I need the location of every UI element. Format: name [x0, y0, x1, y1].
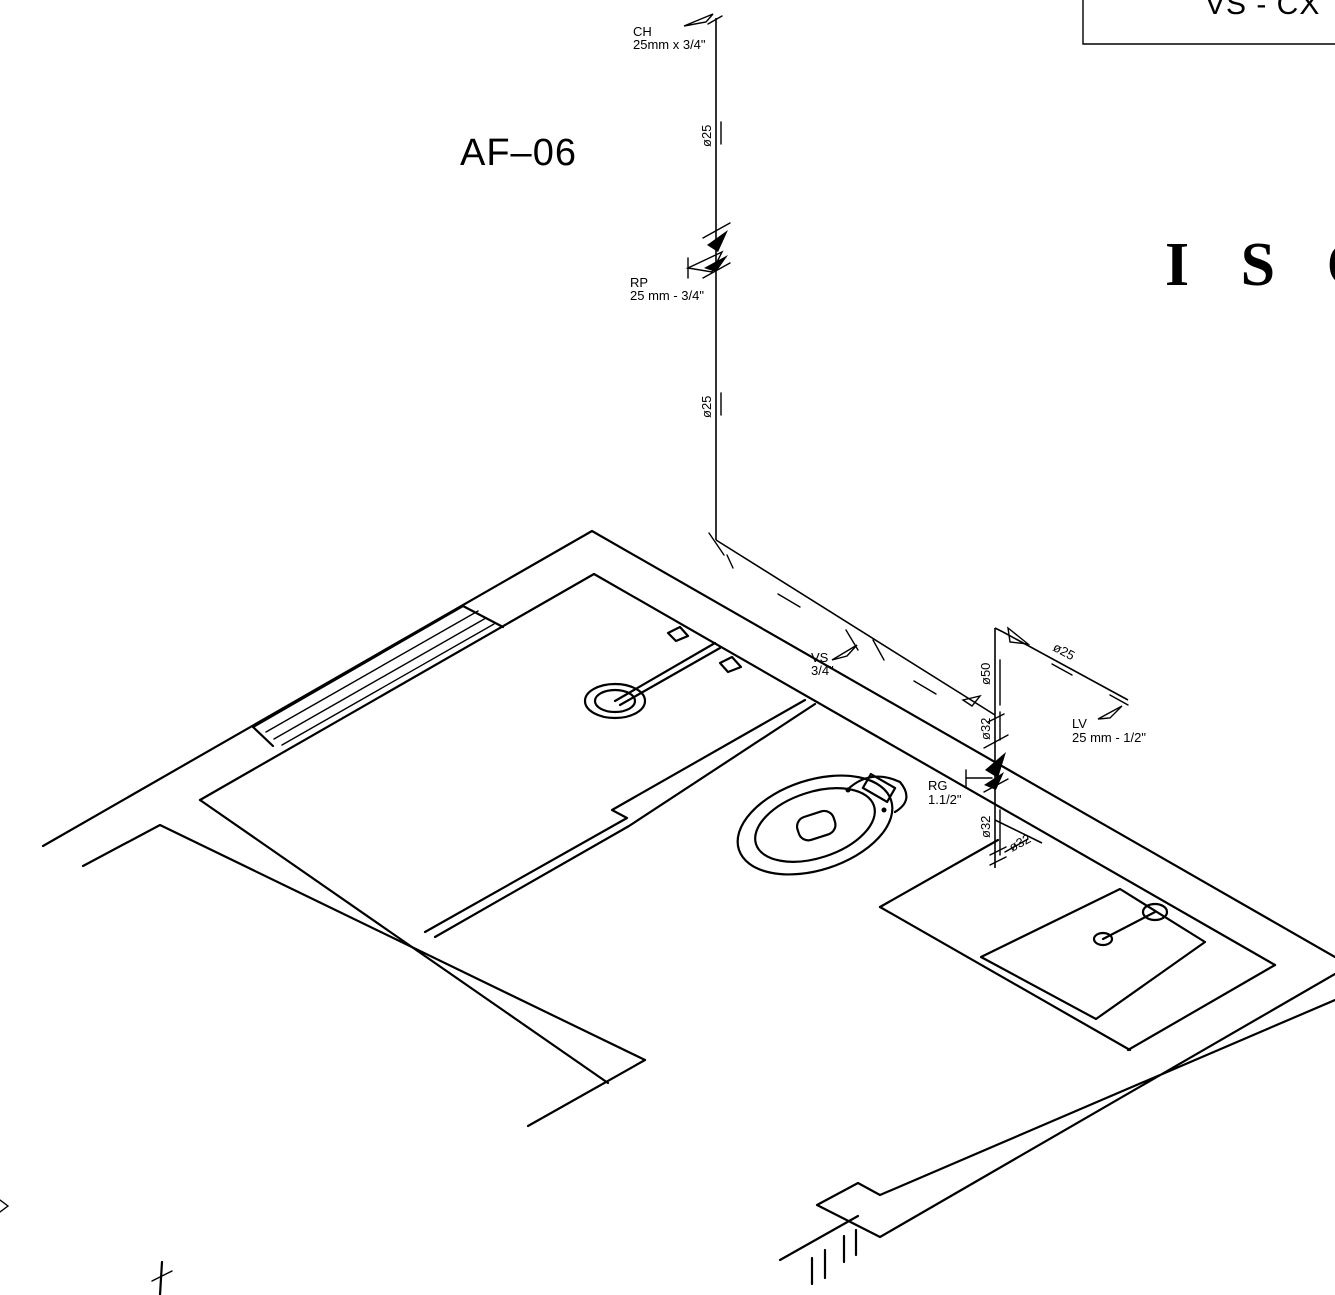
drawing-title: I S O — [1165, 231, 1335, 299]
lv-code: LV — [1072, 716, 1087, 731]
riser-50-diameter: ø50 — [978, 663, 993, 685]
rg-register-icon — [965, 734, 1009, 793]
check-valve-icon — [961, 694, 982, 707]
riser-lower-diameter: ø25 — [699, 396, 714, 418]
rp-size: 25 mm - 3/4" — [630, 288, 704, 303]
branch-32-diameter: ø32 — [1006, 831, 1033, 855]
shower-drain-icon — [1092, 902, 1169, 947]
ch-code: CH — [633, 24, 652, 39]
branch-pipe — [715, 539, 996, 716]
title-box: VS - CX — [1082, 0, 1335, 45]
ch-valve-icon — [683, 13, 714, 27]
main-riser — [683, 13, 731, 556]
rg-size: 1.1/2" — [928, 792, 962, 807]
vs-valve-icon — [831, 644, 858, 661]
rp-code: RP — [630, 275, 648, 290]
secondary-riser — [965, 626, 1129, 868]
column-tag: AF–06 — [460, 132, 577, 174]
floor-drain-icon — [583, 641, 722, 720]
floor-plan — [41, 529, 1335, 1286]
title-box-text: VS - CX — [1205, 0, 1320, 21]
lv-size: 25 mm - 1/2" — [1072, 730, 1146, 745]
rg-code: RG — [928, 778, 948, 793]
ch-size: 25mm x 3/4" — [633, 37, 706, 52]
riser-upper-diameter: ø25 — [699, 125, 714, 147]
lv-valve-icon — [1097, 705, 1123, 720]
toilet-icon — [736, 772, 908, 876]
riser-32-upper-diameter: ø32 — [978, 718, 993, 740]
riser-32-lower-diameter: ø32 — [978, 816, 993, 838]
rp-register-icon — [685, 222, 731, 279]
vs-size: 3/4" — [811, 663, 834, 678]
vs-code: VS — [811, 650, 829, 665]
